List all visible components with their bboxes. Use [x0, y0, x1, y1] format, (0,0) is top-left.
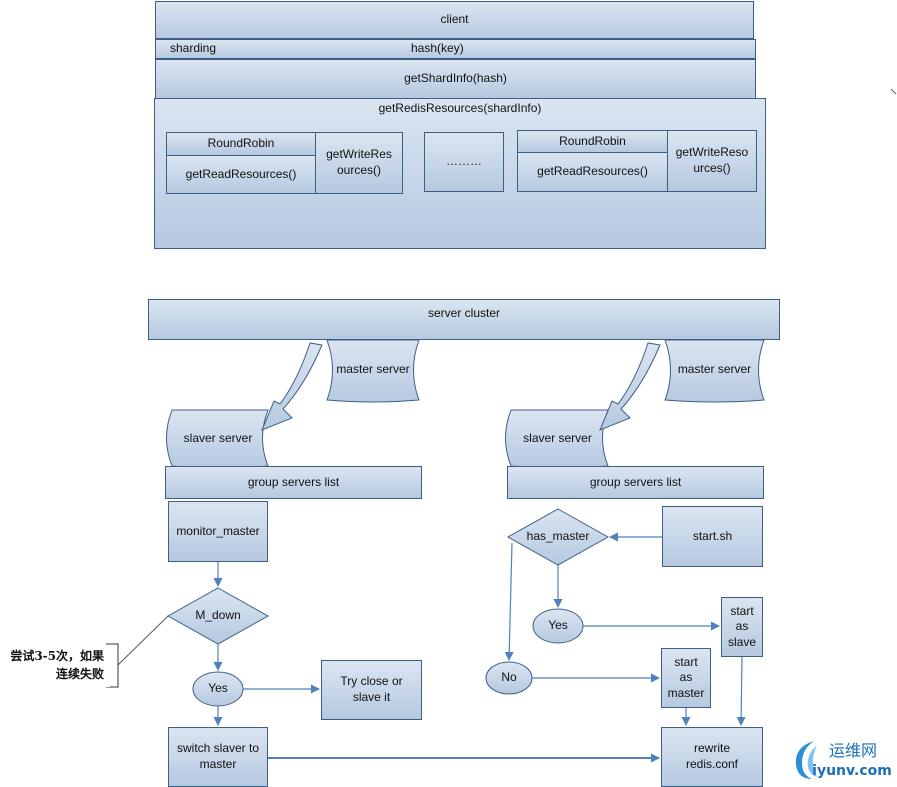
monitor-master-box: monitor_master — [168, 501, 268, 562]
master-to-slaver-arrow-left — [261, 342, 323, 431]
corner-mark — [890, 88, 897, 95]
try-close-box: Try close or slave it — [321, 660, 422, 720]
server-cluster-box: server cluster — [148, 299, 780, 340]
get-shard-info-box: getShardInfo(hash) — [155, 59, 756, 99]
sharding-box: sharding hash(key) — [155, 39, 756, 59]
get-shard-info-label: getShardInfo(hash) — [404, 71, 507, 86]
watermark-domain: iyunv.com — [812, 762, 892, 779]
connector-hasmaster-to-no — [504, 542, 514, 661]
retry-note: 尝试3-5次，如果 连续失败 — [0, 647, 110, 687]
server-cluster-label: server cluster — [427, 306, 501, 320]
start-sh-box: start.sh — [662, 506, 763, 567]
round-robin-left: RoundRobin — [166, 132, 316, 156]
switch-slaver-box: switch slaver to master — [168, 727, 268, 787]
master-server-right-label: master server — [677, 362, 752, 377]
yes-left-label: Yes — [208, 681, 228, 696]
note-pointer-line — [117, 615, 169, 666]
master-server-left-label: master server — [336, 362, 410, 377]
sharding-label: sharding — [170, 41, 217, 56]
get-write-resources-left: getWriteRes ources() — [315, 132, 403, 194]
get-write-resources-right: getWriteReso urces() — [667, 130, 757, 192]
group-servers-list-right-label: group servers list — [589, 474, 682, 489]
m-down-label: M_down — [195, 608, 241, 623]
start-sh-label: start.sh — [692, 528, 733, 543]
connector-slave-to-rewrite — [736, 656, 746, 726]
monitor-master-label: monitor_master — [176, 523, 260, 538]
group-servers-list-left-label: group servers list — [247, 474, 340, 489]
no-label: No — [501, 670, 517, 685]
rewrite-redis-conf-box: rewrite redis.conf — [661, 727, 763, 787]
round-robin-right-label: RoundRobin — [559, 133, 626, 148]
client-box: client — [155, 1, 754, 39]
round-robin-left-label: RoundRobin — [207, 136, 275, 151]
get-redis-resources-label: getRedisResources(shardInfo) — [378, 101, 542, 115]
ellipsis-label: ……… — [446, 154, 482, 169]
get-read-resources-right: getReadResources() — [517, 152, 668, 192]
round-robin-right: RoundRobin — [517, 130, 668, 153]
client-label: client — [440, 12, 469, 27]
get-read-resources-left: getReadResources() — [166, 155, 316, 194]
watermark-cn: 运维网 — [828, 740, 877, 760]
group-servers-list-left: group servers list — [165, 466, 422, 499]
note-bracket — [106, 643, 119, 688]
master-server-right-shape — [664, 339, 765, 403]
has-master-label: has_master — [526, 529, 590, 544]
yes-right-label: Yes — [548, 618, 568, 633]
master-to-slaver-arrow-right — [599, 342, 661, 431]
watermark-logo-icon — [795, 741, 817, 779]
master-server-left-shape — [326, 339, 420, 403]
hash-key-label: hash(key) — [411, 41, 464, 56]
start-as-master-box: start as master — [661, 648, 711, 708]
start-as-slave-box: start as slave — [721, 597, 763, 657]
get-read-resources-left-label: getReadResources() — [185, 166, 297, 181]
ellipsis-box: ……… — [424, 132, 504, 192]
get-read-resources-right-label: getReadResources() — [537, 164, 648, 179]
group-servers-list-right: group servers list — [507, 466, 764, 499]
slaver-server-left-label: slaver server — [183, 431, 253, 446]
slaver-server-right-label: slaver server — [523, 431, 592, 446]
